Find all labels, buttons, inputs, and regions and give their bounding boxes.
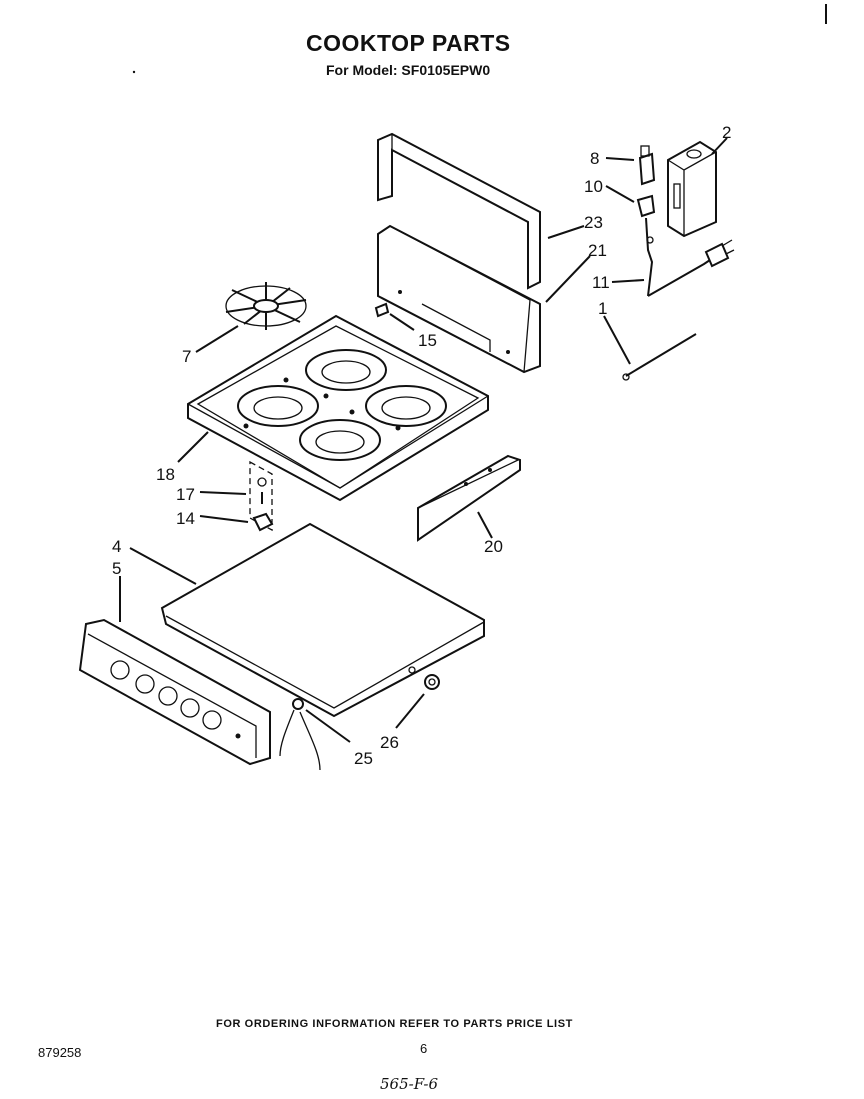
callout-21: 21 (588, 241, 607, 260)
burner-grate-part-7 (225, 282, 307, 330)
callout-20: 20 (484, 537, 503, 556)
backguard-panel-part-21 (377, 224, 541, 374)
callout-15: 15 (418, 331, 437, 350)
trim-strip-part-20 (417, 454, 521, 542)
nut-part-26 (424, 674, 440, 690)
rod-part-1 (622, 333, 697, 381)
callout-labels: 2 8 10 23 21 11 1 7 15 18 17 14 20 4 5 2… (112, 123, 731, 768)
callout-10: 10 (584, 177, 603, 196)
bracket-part-2 (667, 140, 717, 238)
backguard-frame-part-23 (377, 132, 541, 290)
leader-lines (119, 137, 728, 743)
callout-5: 5 (112, 559, 121, 578)
screw-part-15 (374, 302, 390, 318)
callout-2: 2 (722, 123, 731, 142)
callout-4: 4 (112, 537, 121, 556)
wire-harness-part-10-11 (636, 194, 735, 297)
cooktop-surface-part-18 (187, 314, 489, 502)
callout-17: 17 (176, 485, 195, 504)
model-subtitle: For Model: SF0105EPW0 (326, 62, 491, 78)
page-title: COOKTOP PARTS (306, 30, 511, 56)
callout-18: 18 (156, 465, 175, 484)
callout-25: 25 (354, 749, 373, 768)
fastener-group-part-17-14 (249, 460, 274, 532)
print-speck (132, 70, 136, 74)
terminal-part-8 (638, 145, 656, 186)
doc-number: 879258 (38, 1045, 82, 1060)
ordering-note: FOR ORDERING INFORMATION REFER TO PARTS … (216, 1018, 573, 1030)
callout-14: 14 (176, 509, 195, 528)
control-panel-part-5 (78, 618, 271, 766)
page-number: 6 (420, 1041, 428, 1056)
handwritten-note: 565-F-6 (380, 1075, 439, 1093)
callout-23: 23 (584, 213, 603, 232)
callout-1: 1 (598, 299, 607, 318)
callout-8: 8 (590, 149, 599, 168)
callout-11: 11 (592, 273, 610, 292)
bottom-plate-part-4 (160, 522, 485, 718)
callout-7: 7 (182, 347, 191, 366)
switch-part-25 (279, 698, 321, 771)
callout-26: 26 (380, 733, 399, 752)
